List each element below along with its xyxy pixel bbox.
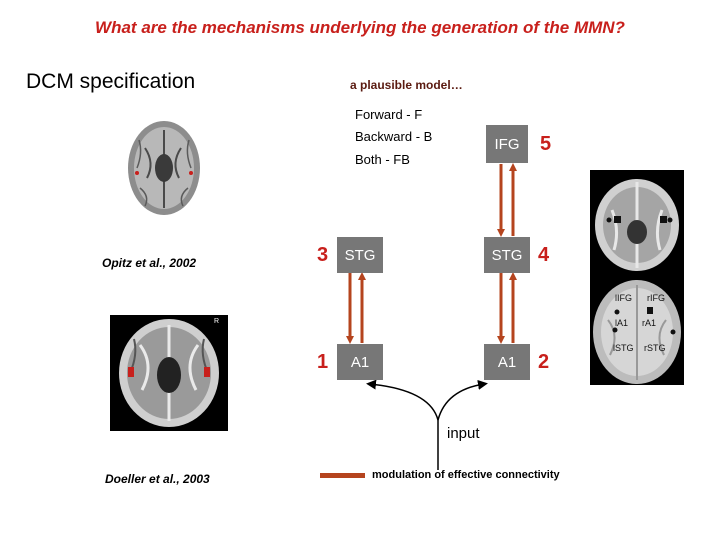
input-arrows <box>366 379 488 470</box>
label-rifg: rIFG <box>647 293 665 303</box>
node-ifg: IFG <box>486 125 528 163</box>
label-la1: lA1 <box>615 318 629 328</box>
axial-brain-image-opitz <box>128 121 200 215</box>
legend-backward: Backward - B <box>355 129 433 144</box>
node-a1-right-label: A1 <box>497 353 517 371</box>
coronal-brain-image <box>590 170 684 385</box>
arrow-stg-a1-left <box>346 272 366 344</box>
label-ra1: rA1 <box>642 318 657 328</box>
arrow-ifg-stg-right <box>497 163 517 237</box>
node-a1-right-number: 2 <box>538 351 550 373</box>
citation-opitz: Opitz et al., 2002 <box>102 256 197 270</box>
svg-text:R: R <box>214 318 219 325</box>
input-label: input <box>447 425 480 442</box>
modulation-label: modulation of effective connectivity <box>372 469 560 481</box>
label-lifg: lIFG <box>615 293 632 303</box>
node-stg-left-number: 3 <box>317 244 329 266</box>
node-stg-right-number: 4 <box>538 244 550 266</box>
node-a1-left-label: A1 <box>350 353 370 371</box>
node-ifg-label: IFG <box>494 135 520 153</box>
arrow-stg-a1-right <box>497 272 517 344</box>
node-stg-right: STG <box>484 237 530 273</box>
axial-brain-image-doeller: R <box>110 315 228 431</box>
node-a1-left: A1 <box>337 344 383 380</box>
subheading: a plausible model… <box>350 78 463 92</box>
node-ifg-number: 5 <box>540 133 552 155</box>
node-stg-left: STG <box>337 237 383 273</box>
citation-doeller: Doeller et al., 2003 <box>105 472 210 486</box>
node-stg-left-label: STG <box>344 246 376 264</box>
label-lstg: lSTG <box>613 343 634 353</box>
node-a1-left-number: 1 <box>317 351 329 373</box>
modulation-legend-bar <box>320 473 365 478</box>
label-rstg: rSTG <box>644 343 666 353</box>
legend-forward: Forward - F <box>355 107 423 122</box>
node-a1-right: A1 <box>484 344 530 380</box>
legend-both: Both - FB <box>355 152 410 167</box>
section-heading: DCM specification <box>26 70 196 93</box>
slide-title: What are the mechanisms underlying the g… <box>95 18 625 37</box>
node-stg-right-label: STG <box>491 246 523 264</box>
